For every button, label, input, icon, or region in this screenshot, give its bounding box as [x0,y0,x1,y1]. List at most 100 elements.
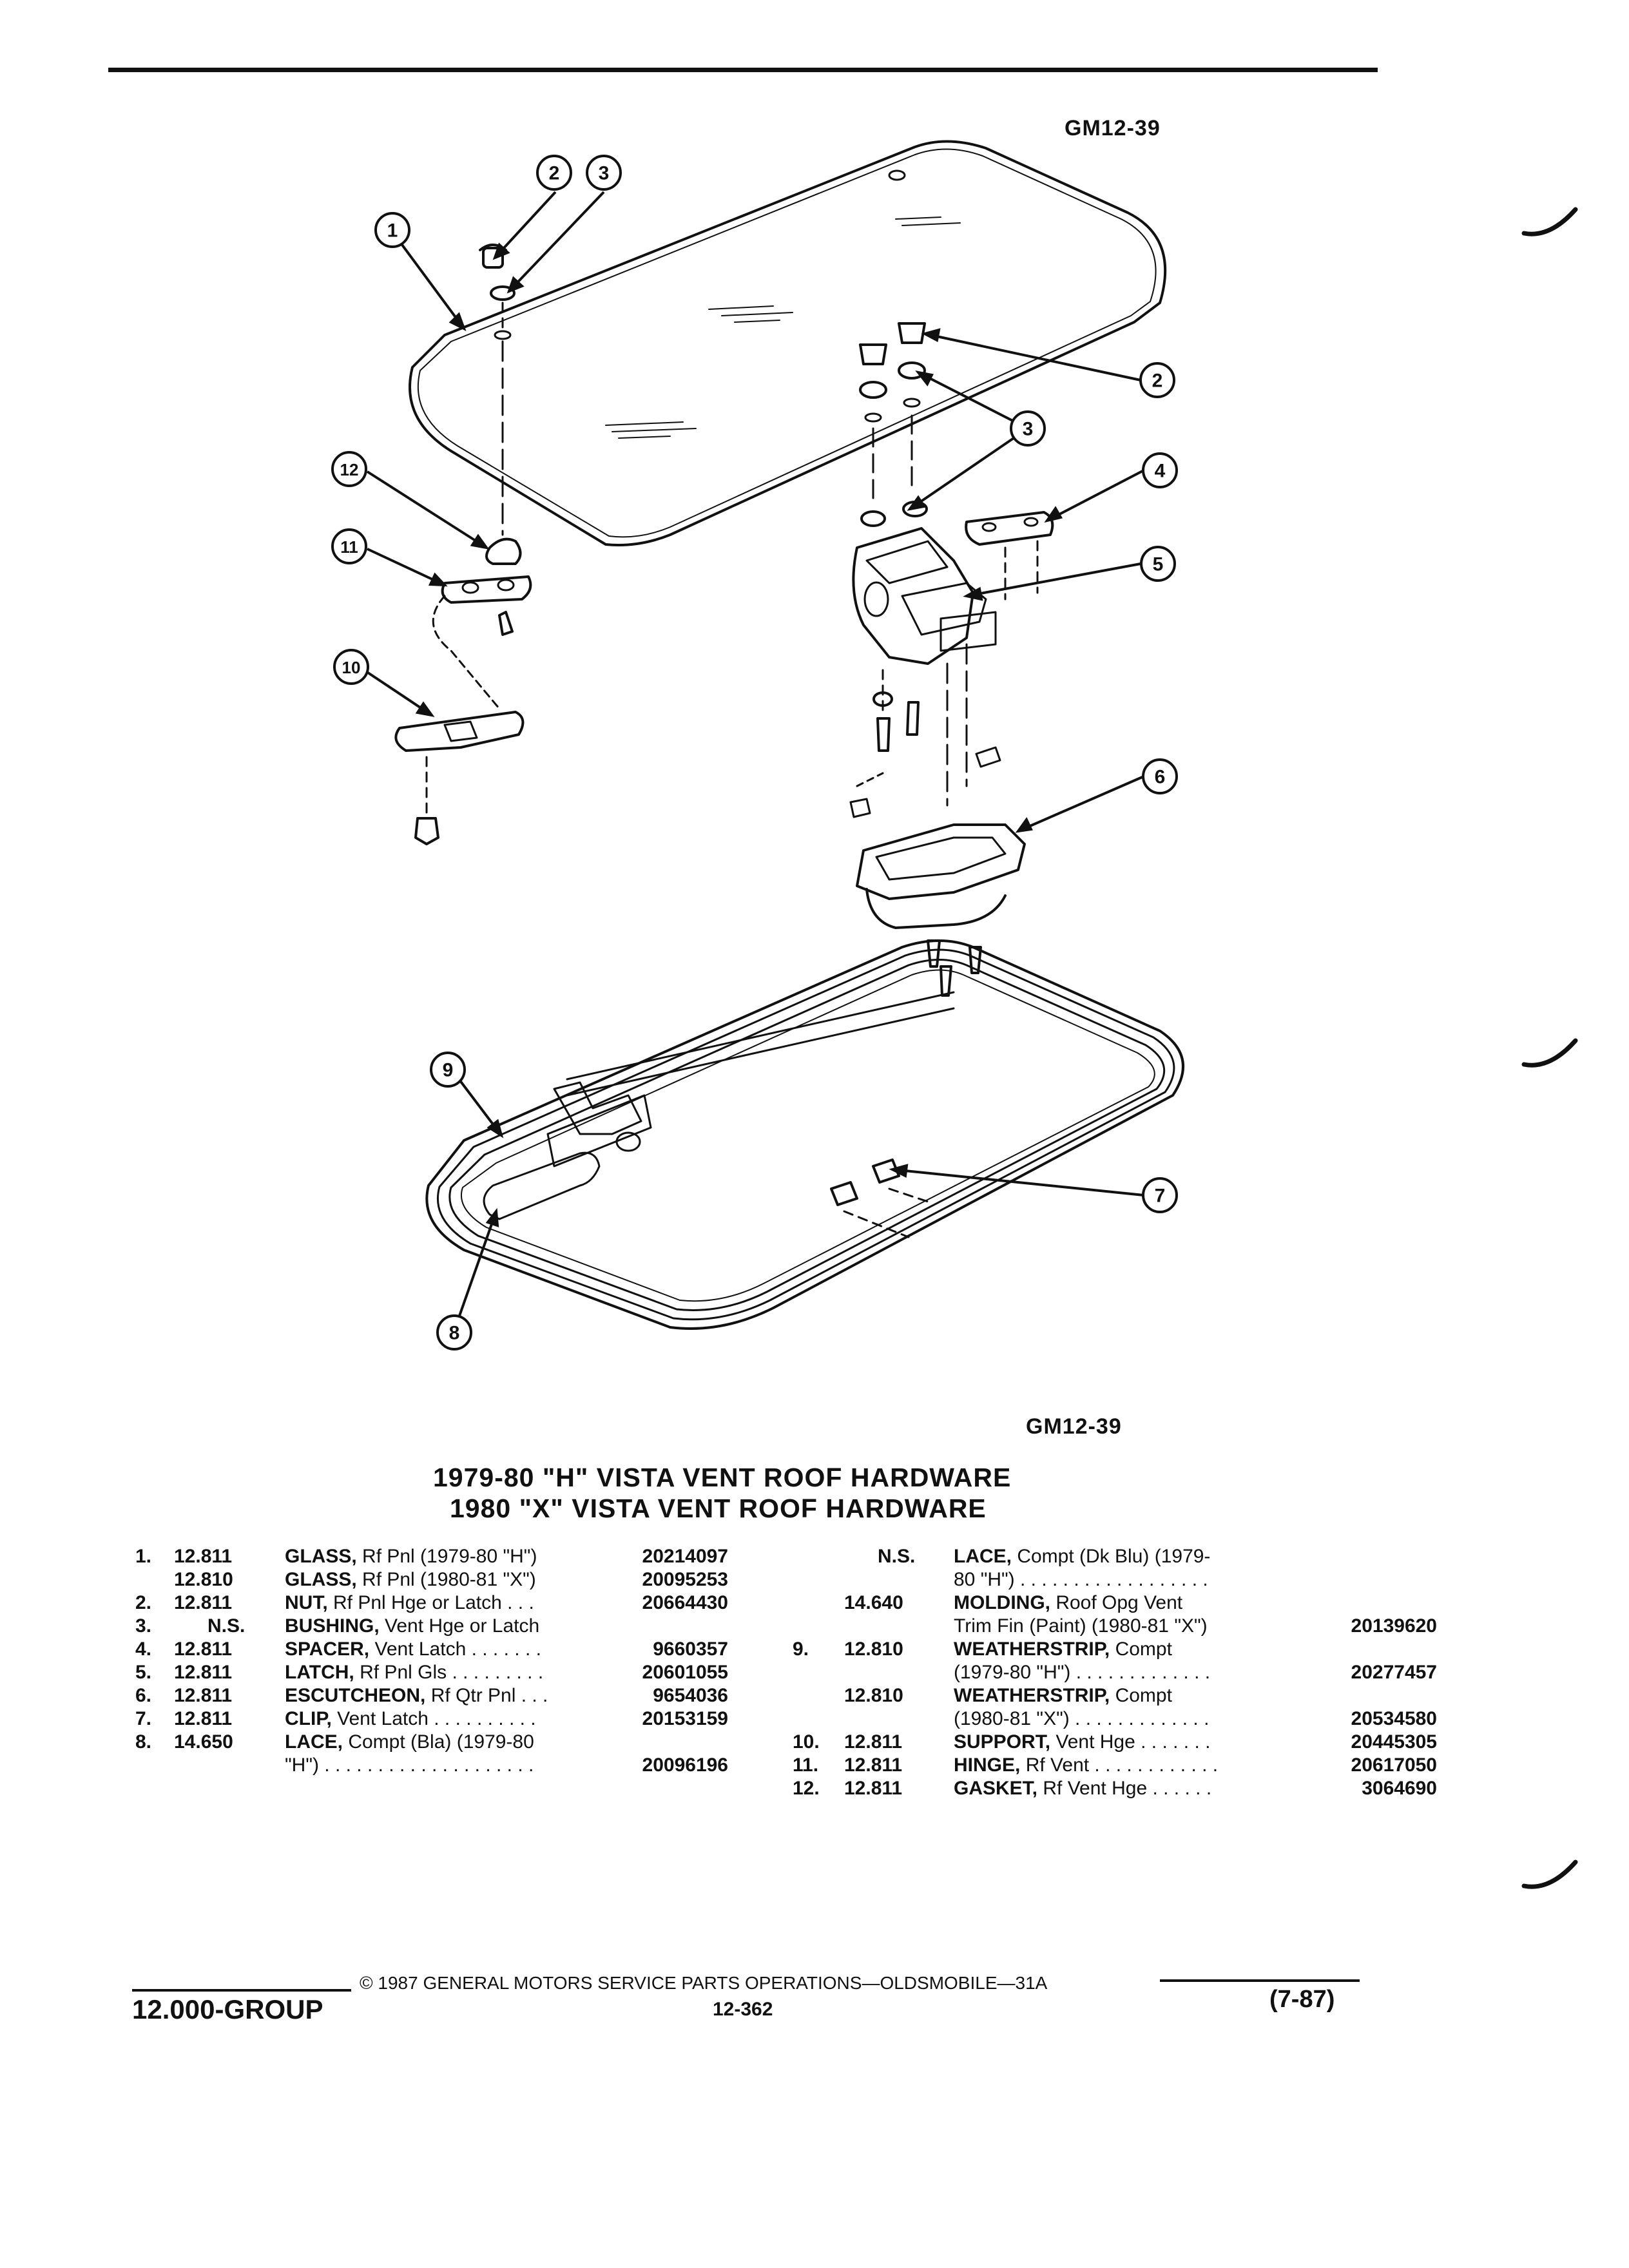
part-number: 20664430 [642,1592,728,1613]
callout-circle-4 [1142,452,1178,488]
footer-rule-right [1160,1979,1360,1982]
section-title-line-2: 1980 "X" VISTA VENT ROOF HARDWARE [450,1494,987,1523]
callout-label-9: 9 [443,1060,454,1081]
part-detail: Compt [1110,1685,1172,1706]
part-description: 80 "H") . . . . . . . . . . . . . . . . … [954,1568,1208,1591]
footer-group: 12.000-GROUP [132,1994,323,2024]
part-name: GASKET, [954,1778,1038,1799]
part-group-number: 12.811 [174,1685,233,1706]
weatherstrip-9 [425,939,1184,1330]
callout-label-2: 2 [549,163,560,184]
part-description: WEATHERSTRIP, Compt [954,1638,1172,1661]
part-name: SPACER, [285,1639,370,1660]
part-detail: Rf Vent . . . . . . . . . . . . [1020,1754,1219,1776]
footer-copyright: © 1987 GENERAL MOTORS SERVICE PARTS OPER… [360,1973,1048,1993]
part-number: 20277457 [1351,1662,1437,1683]
figure-code-top: GM12-39 [1065,116,1161,140]
part-ref-number: 2. [135,1592,152,1613]
part-group-number: 14.650 [174,1731,233,1753]
part-detail: Compt (Dk Blu) (1979- [1012,1546,1211,1567]
callout-circle-3b [1010,410,1046,447]
callout-circles [331,155,1178,1350]
part-group-number: 12.810 [174,1569,233,1590]
part-number: 20214097 [642,1546,728,1567]
part-name: GLASS, [285,1569,357,1590]
part-detail: (1979-80 "H") . . . . . . . . . . . . . [954,1662,1211,1683]
callout-label-2b: 2 [1152,370,1163,392]
callout-circle-1 [374,212,410,248]
callout-label-8: 8 [449,1323,460,1344]
callout-label-6: 6 [1155,767,1166,788]
part-group-number: 12.811 [174,1639,233,1660]
screw-11 [498,611,514,636]
part-name: GLASS, [285,1546,357,1567]
part-ref-number: 9. [793,1639,809,1660]
part-description: BUSHING, Vent Hge or Latch [285,1615,539,1638]
part-ref-number: 11. [793,1754,819,1776]
callout-label-7: 7 [1155,1186,1166,1207]
part-description: (1980-81 "X") . . . . . . . . . . . . . [954,1707,1209,1731]
part-number: 20139620 [1351,1615,1437,1637]
binding-mark-1 [1521,207,1578,236]
part-description: GASKET, Rf Vent Hge . . . . . . [954,1777,1211,1800]
part-group-number: 12.811 [174,1592,233,1613]
part-description: Trim Fin (Paint) (1980-81 "X") [954,1615,1208,1638]
part-group-number: 12.811 [174,1708,233,1729]
part-group-number: 12.811 [174,1662,233,1683]
part-number: 20534580 [1351,1708,1437,1729]
spacer-4 [965,511,1054,546]
callout-label-12: 12 [340,460,359,479]
glass-reflection-marks [605,216,961,439]
part-ref-number: 12. [793,1778,820,1799]
part-detail: Rf Vent Hge . . . . . . [1037,1778,1212,1799]
right-nut-b [898,322,926,344]
part-description: (1979-80 "H") . . . . . . . . . . . . . [954,1661,1210,1684]
part-description: SUPPORT, Vent Hge . . . . . . . [954,1731,1210,1754]
callout-circle-3 [586,155,622,191]
part-group-number: 12.810 [844,1639,903,1660]
footer-page-number: 12-362 [713,1999,773,2020]
callout-label-1: 1 [387,220,398,242]
left-nut [482,247,504,269]
part-detail: (1980-81 "X") . . . . . . . . . . . . . [954,1708,1210,1729]
part-name: BUSHING, [285,1615,380,1637]
callout-circle-2b [1139,362,1175,398]
part-detail: Rf Pnl Gls . . . . . . . . . [354,1662,544,1683]
footer-date: (7-87) [1269,1986,1335,2013]
part-description: CLIP, Vent Latch . . . . . . . . . . [285,1707,536,1731]
left-bushing [490,285,516,301]
part-name: SUPPORT, [954,1731,1051,1753]
part-group-number: 12.811 [844,1754,903,1776]
clip-7b [872,1158,900,1184]
part-detail: Compt [1110,1639,1172,1660]
part-detail: Vent Latch . . . . . . . . . . [331,1708,536,1729]
callout-circle-10 [333,649,369,685]
part-description: WEATHERSTRIP, Compt [954,1684,1172,1707]
binding-mark-3 [1521,1860,1578,1889]
binding-mark-2 [1521,1038,1578,1068]
part-detail: Trim Fin (Paint) (1980-81 "X") [954,1615,1208,1637]
callout-label-11: 11 [340,537,358,557]
part-number: 20096196 [642,1754,728,1776]
callout-circle-9 [430,1052,466,1088]
part-ref-number: 7. [135,1708,152,1729]
right-bushing-b [898,361,926,380]
part-description: "H") . . . . . . . . . . . . . . . . . .… [285,1754,534,1777]
hinge-11 [441,575,532,604]
callout-label-5: 5 [1153,554,1164,575]
part-number: 20153159 [642,1708,728,1729]
part-detail: Vent Latch . . . . . . . [369,1639,541,1660]
callout-circle-8 [436,1314,472,1350]
part-description: LATCH, Rf Pnl Gls . . . . . . . . . [285,1661,543,1684]
callout-label-3b: 3 [1023,419,1034,440]
callout-label-3: 3 [599,163,610,184]
part-description: GLASS, Rf Pnl (1980-81 "X") [285,1568,536,1591]
part-description: HINGE, Rf Vent . . . . . . . . . . . . [954,1754,1218,1777]
exploded-parts-diagram: 1 2 3 2 3 12 4 11 5 10 6 9 7 8 [331,140,1184,1350]
part-ref-number: 8. [135,1731,152,1753]
part-group-number: 12.811 [174,1546,233,1567]
glass-hole [888,169,906,181]
part-description: NUT, Rf Pnl Hge or Latch . . . [285,1591,534,1615]
callout-circle-12 [331,451,367,487]
